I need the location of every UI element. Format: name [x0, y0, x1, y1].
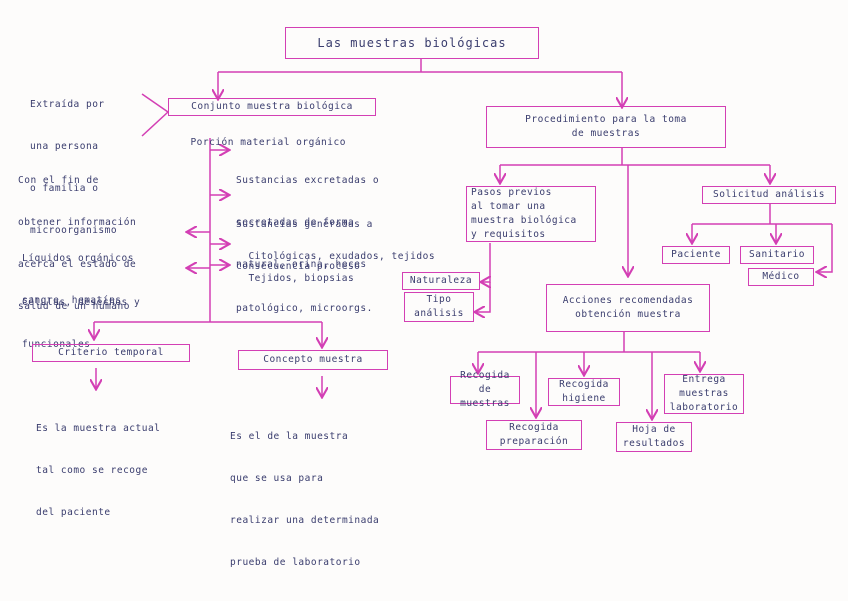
- node-solicitud-analisis: Solicitud análisis: [702, 186, 836, 204]
- node-porcion: Porción material orgánico: [190, 137, 346, 148]
- node-procedimiento: Procedimiento para la toma de muestras: [486, 106, 726, 148]
- title-box: Las muestras biológicas: [285, 27, 539, 59]
- node-conjunto: Conjunto muestra biológica: [168, 98, 376, 116]
- list-citologicas: Citológicas, exudados, tejidos: [248, 251, 436, 262]
- node-sanitario: Sanitario: [740, 246, 814, 264]
- node-entrega-laboratorio: Entrega muestras laboratorio: [664, 374, 744, 414]
- node-recogida-higiene: Recogida higiene: [548, 378, 620, 406]
- list-excretadas: Sustancias excretadas o secretadas de fo…: [236, 175, 380, 270]
- node-tipo-analisis: Tipo análisis: [404, 292, 474, 322]
- node-recogida-muestras: Recogida de muestras: [450, 370, 520, 409]
- side-note-extraida: Extraída por una persona o familia o mic…: [30, 99, 118, 236]
- node-acciones: Acciones recomendadas obtención muestra: [546, 284, 710, 332]
- node-pasos-previos: Pasos previos al tomar una muestra bioló…: [466, 186, 596, 242]
- node-recogida-preparacion: Recogida preparación: [486, 420, 582, 450]
- node-paciente: Paciente: [662, 246, 730, 264]
- side-note-liquidos: Líquidos orgánicos sangre, hematíes: [22, 253, 134, 306]
- title-text: Las muestras biológicas: [317, 36, 507, 50]
- node-medico: Médico: [748, 268, 814, 286]
- criterio-desc: Es la muestra actual tal como se recoge …: [36, 423, 161, 518]
- node-naturaleza: Naturaleza: [402, 272, 480, 290]
- node-hoja-resultados: Hoja de resultados: [616, 422, 692, 452]
- node-criterio: Criterio temporal: [32, 344, 190, 362]
- concepto-desc: Es el de la muestra que se usa para real…: [230, 431, 380, 568]
- node-concepto: Concepto muestra: [238, 350, 388, 370]
- side-note-fin: Con el fin de obtener información acerca…: [18, 175, 137, 312]
- list-tejidos: Tejidos, biopsias: [248, 273, 355, 284]
- list-generadas: Sustancias generadas a consecuencia proc…: [236, 219, 373, 314]
